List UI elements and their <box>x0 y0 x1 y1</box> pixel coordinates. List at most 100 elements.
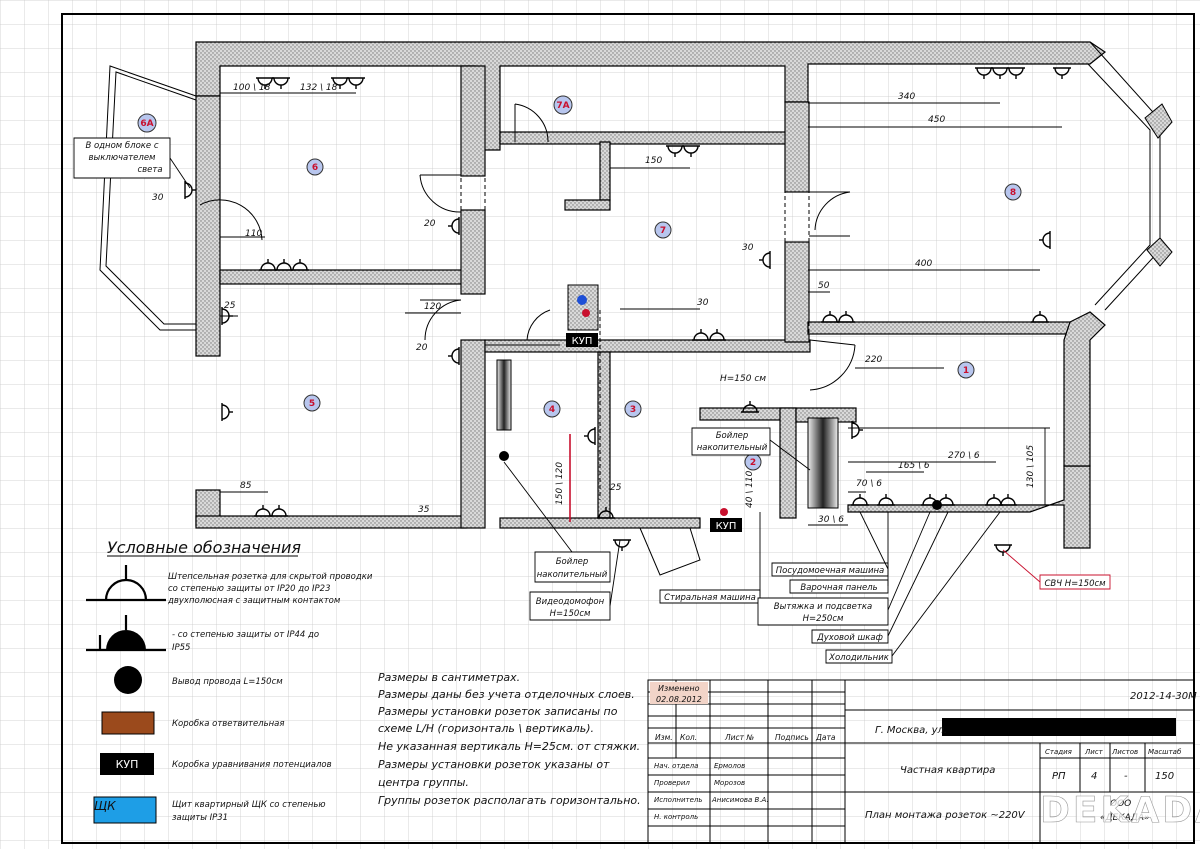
dim-30-6: 30 \ 6 <box>818 515 844 525</box>
room-6a-label: 6А <box>140 119 153 129</box>
tb-changed: Изменено <box>658 684 700 693</box>
dim-25-b: 25 <box>610 483 622 493</box>
legend-socket-icon <box>86 565 166 602</box>
legend-kup-label: КУП <box>116 758 139 771</box>
tb-stage-h: Стадия <box>1045 748 1072 756</box>
dim-30-c: 30 <box>742 243 754 253</box>
legend-kup-desc: Коробка уравнивания потенциалов <box>172 760 332 770</box>
dim-20-a: 20 <box>424 219 436 229</box>
tb-role-1: Нач. отдела <box>654 762 698 770</box>
tb-col-izm: Изм. <box>655 733 673 742</box>
boiler-top-line1: Бойлер <box>716 431 749 441</box>
room-3: 3 <box>624 400 642 418</box>
room-5-label: 5 <box>309 399 315 409</box>
room-7-label: 7 <box>660 226 666 236</box>
room-7a: 7А <box>553 95 573 115</box>
tb-sheet: 4 <box>1091 771 1097 782</box>
room-6-label: 6 <box>312 163 318 173</box>
tb-scale: 150 <box>1155 771 1174 782</box>
room-3-label: 3 <box>630 405 636 415</box>
legend-socket-line2: со степенью защиты от IP20 до IP23 <box>168 584 331 594</box>
tb-role-4: Н. контроль <box>654 813 698 821</box>
dim-220: 220 <box>865 355 882 365</box>
note-red-1: Размеры установки розеток указаны от <box>378 758 610 771</box>
washing-machine-label: Стиральная машина <box>664 593 756 603</box>
tb-role-3: Исполнитель <box>654 796 703 804</box>
boiler-bot-line1: Бойлер <box>556 557 589 567</box>
dim-20-b: 20 <box>416 343 428 353</box>
legend-junction-box-icon <box>101 711 155 735</box>
note-6a-line1: В одном блоке с <box>85 141 158 151</box>
dim-25-a: 25 <box>224 301 236 311</box>
note-6a-line3: света <box>137 165 162 175</box>
dim-340: 340 <box>898 92 915 102</box>
callouts <box>73 137 1111 664</box>
dim-50: 50 <box>818 281 830 291</box>
kup-label-1: КУП <box>572 336 593 347</box>
room-2-label: 2 <box>750 458 756 468</box>
tb-org-1: ООО <box>1110 799 1131 809</box>
wire-output-room4 <box>499 451 509 461</box>
note-red-2: центра группы. <box>378 776 469 789</box>
note-4: схеме L/H (горизонталь \ вертикаль). <box>378 722 594 735</box>
room-8-label: 8 <box>1010 188 1016 198</box>
hood-line1: Вытяжка и подсветка <box>774 602 872 612</box>
window-openings <box>460 140 810 500</box>
videophone-line2: H=150см <box>550 609 591 619</box>
address-redaction <box>942 718 1176 736</box>
legend-shk-line2: защиты IP31 <box>172 813 228 823</box>
tb-address: Г. Москва, ул. <box>875 725 947 736</box>
room-6a: 6А <box>137 113 157 133</box>
kup-box-1: КУП <box>566 284 599 347</box>
hood-line2: H=250см <box>803 614 844 624</box>
kup-box-2: КУП <box>710 508 742 532</box>
legend-socket-line3: двухполюсная с защитным контактом <box>167 596 341 606</box>
dim-70-6: 70 \ 6 <box>856 479 882 489</box>
room-4: 4 <box>543 400 561 418</box>
legend-ip44-line1: - со степенью защиты от IP44 до <box>172 630 319 640</box>
tb-sheets-h: Листов <box>1111 748 1138 756</box>
dim-270-6: 270 \ 6 <box>948 451 980 461</box>
doors <box>199 103 856 576</box>
note-6a-line2: выключателем <box>89 153 157 163</box>
dim-110: 110 <box>245 229 262 239</box>
tb-col-list: Лист № <box>724 733 754 742</box>
dim-400: 400 <box>915 259 932 269</box>
fridge-label: Холодильник <box>828 653 890 663</box>
dim-450: 450 <box>928 115 945 125</box>
boiler-bot-line2: накопительный <box>537 570 608 580</box>
dim-40-110: 40 \ 110 <box>745 470 755 508</box>
room-6: 6 <box>306 158 324 176</box>
legend-shk-label: ЩК <box>94 799 116 813</box>
balcony-left <box>99 65 197 331</box>
legend-shk-line1: Щит квартирный ЩК со степенью <box>172 800 326 810</box>
room-markers: 1 2 3 4 5 6 6А 7 7А 8 <box>137 95 1022 471</box>
note-5: Не указанная вертикаль H=25см. от стяжки… <box>378 740 640 753</box>
watermark: DEKADA <box>1040 790 1200 831</box>
bay-window-right <box>1087 41 1173 311</box>
oven-label: Духовой шкаф <box>816 633 883 643</box>
room-1: 1 <box>957 361 975 379</box>
dim-120: 120 <box>424 302 441 312</box>
dim-100-18: 100 \ 18 <box>233 83 271 93</box>
dim-150: 150 <box>645 156 662 166</box>
title-block <box>647 679 1195 844</box>
room-7: 7 <box>654 221 672 239</box>
tb-sheet-h: Лист <box>1084 748 1104 756</box>
dim-h150: H=150 см <box>720 374 766 384</box>
legend-shk-icon <box>93 796 157 824</box>
tb-scale-h: Масштаб <box>1148 748 1182 756</box>
microwave-label: СВЧ H=150см <box>1044 579 1106 589</box>
legend: Условные обозначения Штепсельная розетка… <box>86 538 373 824</box>
legend-title: Условные обозначения <box>107 538 301 557</box>
tb-name-2: Морозов <box>714 779 745 787</box>
drawing-frame <box>61 13 1195 844</box>
videophone-line1: Видеодомофон <box>536 597 605 607</box>
room-2: 2 <box>744 453 762 471</box>
tb-sheet-title: План монтажа розеток ~220V <box>865 810 1026 821</box>
legend-wire-output: Вывод провода L=150см <box>172 677 283 687</box>
tb-name-3: Анисимова В.А. <box>711 796 769 804</box>
note-1: Размеры в сантиметрах. <box>378 671 520 684</box>
tb-col-kol: Кол. <box>680 733 697 742</box>
